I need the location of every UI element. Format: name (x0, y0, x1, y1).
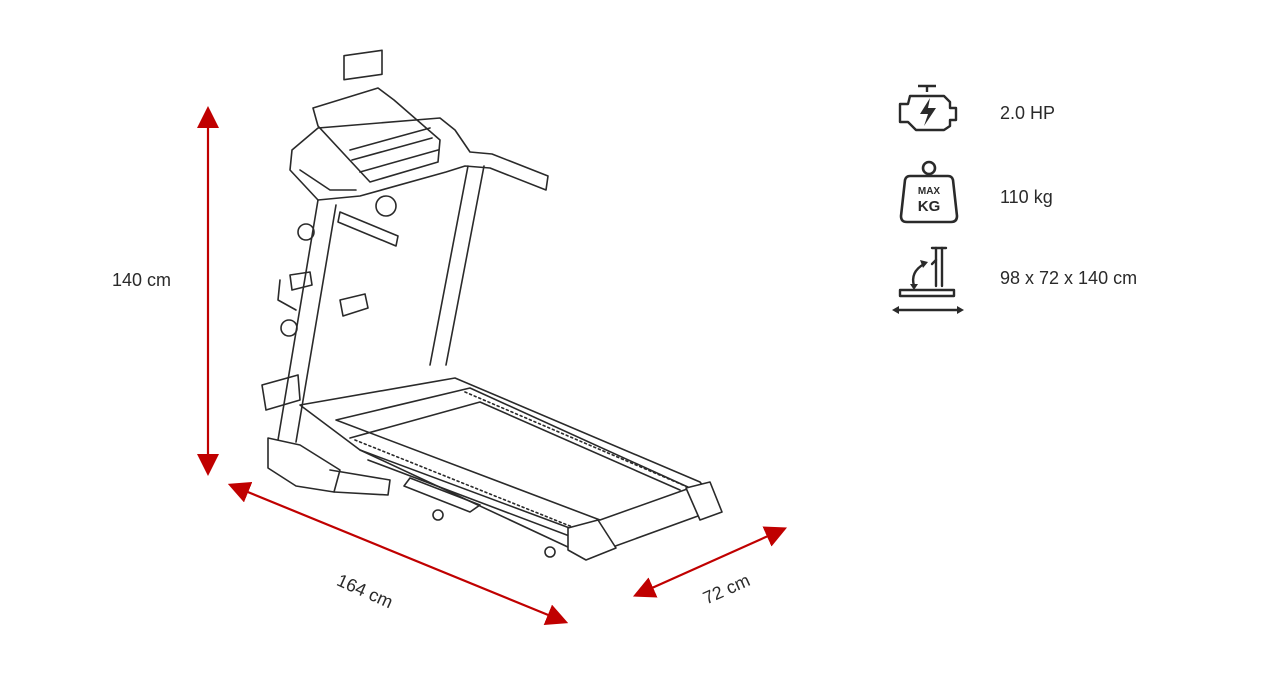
engine-icon (892, 80, 962, 145)
width-arrow (632, 526, 788, 598)
treadmill-outline (261, 49, 723, 561)
weight-icon-text-top: MAX (918, 186, 941, 197)
spec-power: 2.0 HP (1000, 103, 1056, 123)
length-arrow (227, 481, 569, 626)
folded-treadmill-icon (892, 242, 964, 323)
weight-icon-text-bottom: KG (918, 198, 941, 215)
spec-folded-size: 98 x 72 x 140 cm (1000, 268, 1138, 288)
height-label: 140 cm (112, 270, 172, 290)
weight-max-icon: MAX KG (892, 158, 962, 233)
spec-max-weight: 110 kg (1000, 187, 1053, 207)
